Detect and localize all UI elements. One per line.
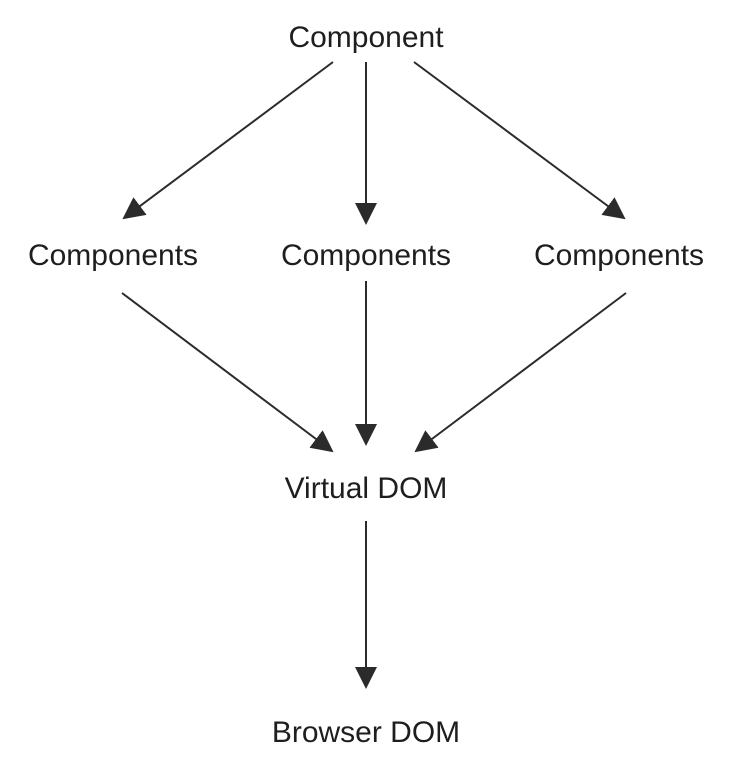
node-component: Component [288, 21, 444, 54]
arrow-right-to-vdom [414, 292, 627, 453]
node-virtual-dom: Virtual DOM [284, 472, 448, 505]
arrow-left-to-vdom [121, 292, 334, 453]
arrow-root-to-left [122, 61, 334, 220]
node-browser-dom: Browser DOM [271, 716, 461, 749]
node-components-middle: Components [280, 239, 452, 272]
arrow-root-to-right [413, 61, 626, 220]
node-components-left: Components [27, 239, 199, 272]
node-components-right: Components [533, 239, 705, 272]
